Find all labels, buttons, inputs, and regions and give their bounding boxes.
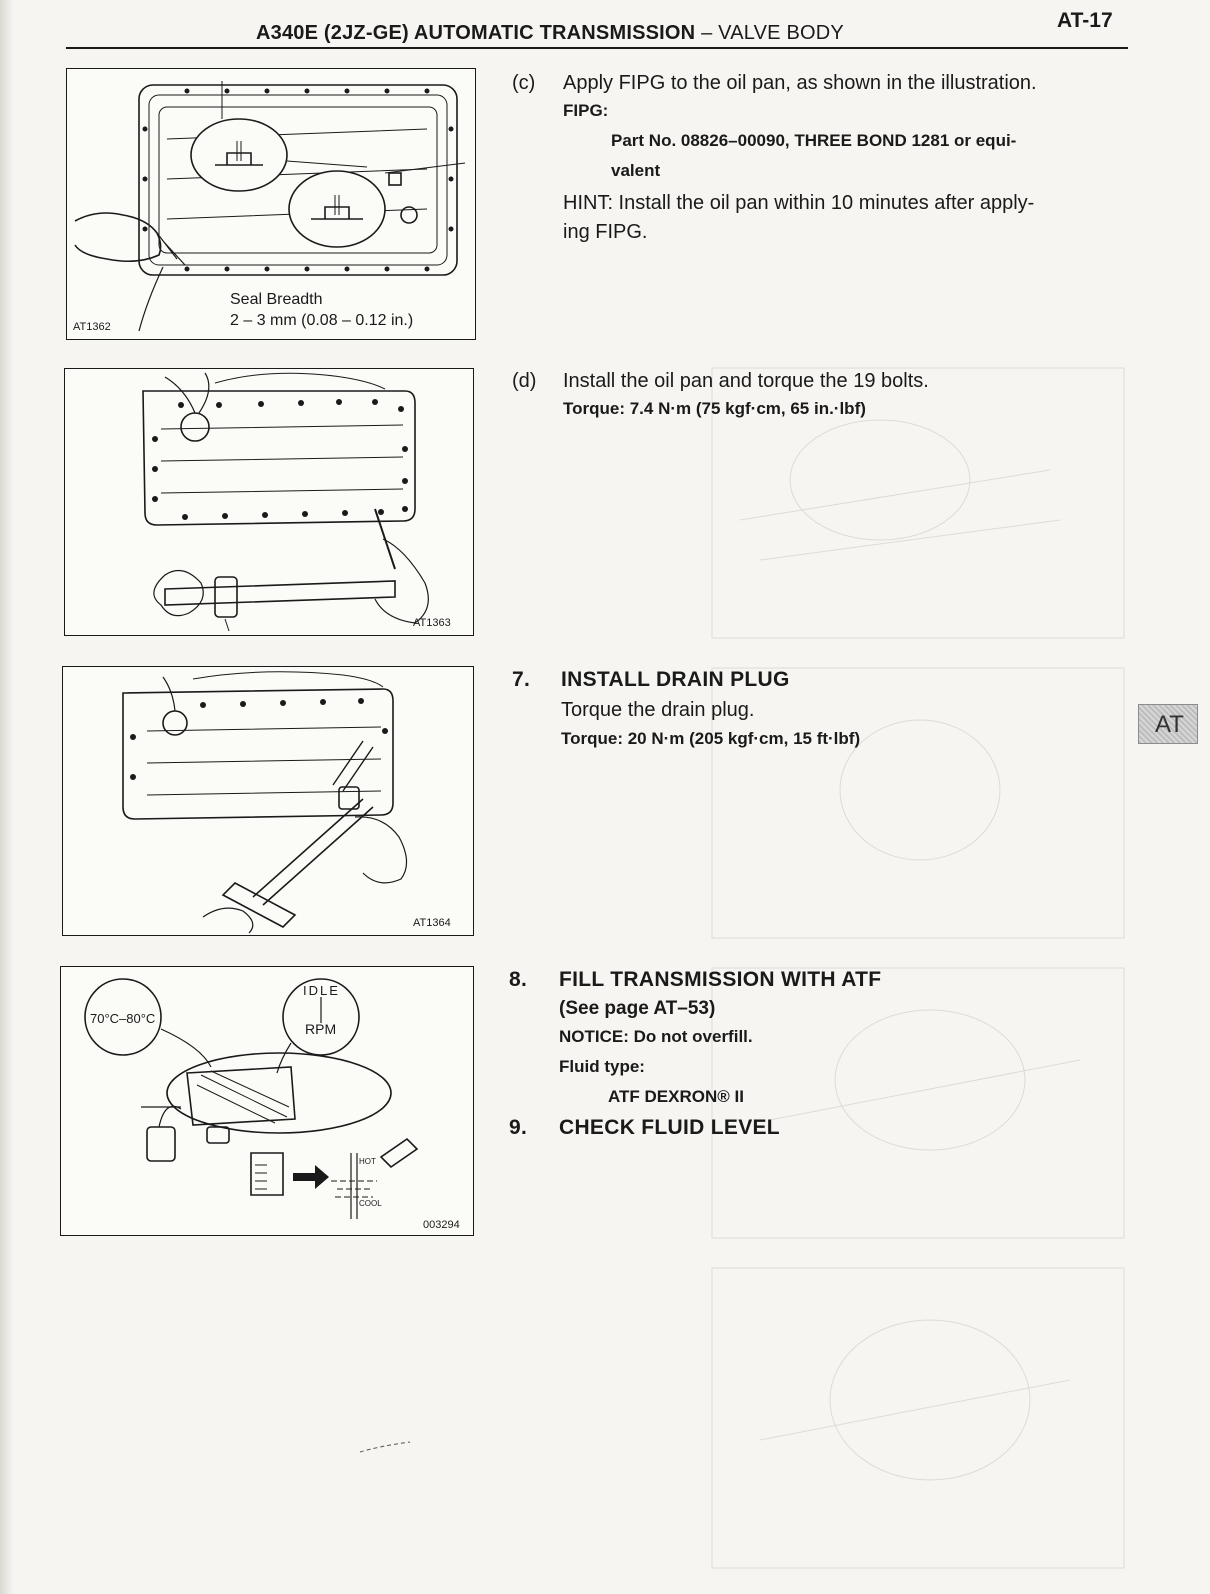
figure-fipg-oil-pan: Seal Breadth 2 – 3 mm (0.08 – 0.12 in.) … [66,68,476,340]
figure-rpm-label: RPM [305,1021,337,1037]
header-section: AUTOMATIC TRANSMISSION [413,22,696,44]
step-c-text: Apply FIPG to the oil pan, as shown in t… [563,72,1037,94]
step-d-label: (d) [512,370,537,392]
figure-torque-oil-pan-bolts: AT1363 [64,368,474,636]
step-8-fluid-value: ATF DEXRON® II [608,1087,744,1106]
figure-install-drain-plug: AT1364 [62,666,474,936]
figure-gauge-cool: COOL [359,1199,382,1208]
header-rule [66,47,1128,49]
header-model: A340E (2JZ-GE) [256,22,409,44]
figure-code: AT1362 [73,321,111,333]
step-8-fluid-label: Fluid type: [559,1057,645,1076]
oil-pan-bolts-illustration [142,372,429,632]
header-separator: – [701,22,713,44]
arrow-right-icon [293,1165,329,1189]
figure-fill-atf: 70°C–80°C IDLE RPM HOT COOL 003294 [60,966,474,1236]
header-subsection: VALVE BODY [718,22,844,44]
step-7-text: Torque the drain plug. [561,699,755,721]
step-8-page-ref: (See page AT–53) [559,998,716,1019]
step-d-text: Install the oil pan and torque the 19 bo… [563,370,929,392]
step-8-title: FILL TRANSMISSION WITH ATF [559,968,882,991]
oil-pan-seal-illustration [74,81,466,332]
atf-fill-illustration [84,978,419,1219]
step-8-number: 8. [509,968,528,991]
step-c-part-number-cont: valent [611,161,661,180]
step-7-torque: Torque: 20 N·m (205 kgf·cm, 15 ft·lbf) [561,729,861,748]
section-tab-at: AT [1138,704,1198,744]
page-number: AT-17 [1057,9,1113,32]
figure-code: 003294 [423,1219,460,1231]
figure-caption-seal-size: 2 – 3 mm (0.08 – 0.12 in.) [230,312,414,329]
drain-plug-illustration [122,671,408,934]
figure-code: AT1363 [413,617,451,629]
step-8-notice: NOTICE: Do not overfill. [559,1027,753,1046]
page-header-title: A340E (2JZ-GE) AUTOMATIC TRANSMISSION – … [256,22,844,45]
figure-caption-seal-breadth: Seal Breadth [230,291,323,308]
step-7-title: INSTALL DRAIN PLUG [561,668,790,691]
figure-temp-label: 70°C–80°C [90,1011,156,1026]
step-c-hint-cont: ing FIPG. [563,221,648,243]
figure-idle-label: IDLE [303,983,340,998]
step-c-part-number: Part No. 08826–00090, THREE BOND 1281 or… [611,131,1017,150]
step-9-number: 9. [509,1116,528,1139]
step-c-spec-label: FIPG: [563,101,609,120]
scan-edge-shadow [0,0,14,1594]
step-7-number: 7. [512,668,531,691]
step-9-title: CHECK FLUID LEVEL [559,1116,780,1139]
figure-gauge-hot: HOT [359,1157,376,1166]
step-d-torque: Torque: 7.4 N·m (75 kgf·cm, 65 in.·lbf) [563,399,866,418]
step-c-hint: HINT: Install the oil pan within 10 minu… [563,192,1035,214]
figure-code: AT1364 [413,917,451,929]
step-c-label: (c) [512,72,536,94]
